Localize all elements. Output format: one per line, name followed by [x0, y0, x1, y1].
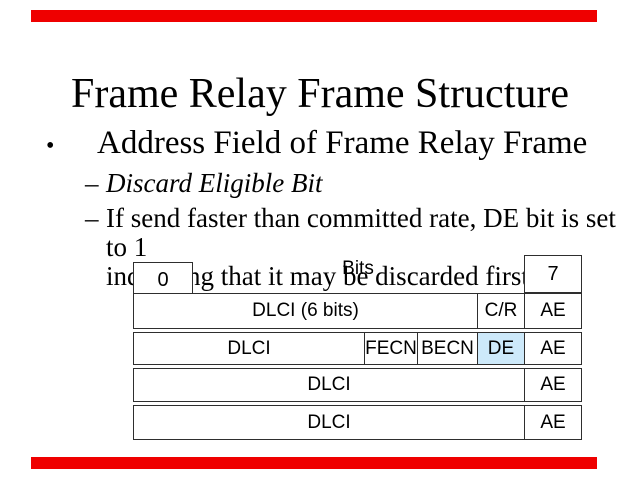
slide-title: Frame Relay Frame Structure	[70, 71, 569, 117]
sub-bullet-line1: If send faster than committed rate, DE b…	[106, 203, 616, 262]
cell-ae: AE	[524, 332, 582, 365]
dash-glyph: –	[85, 203, 99, 233]
cell-fecn: FECN	[364, 332, 417, 365]
cell-ae: AE	[524, 368, 582, 402]
cell-cr: C/R	[477, 293, 524, 329]
cell-dlci: DLCI	[133, 368, 524, 402]
cell-becn: BECN	[417, 332, 477, 365]
bullet-glyph: •	[46, 133, 55, 159]
bottom-accent-bar	[31, 457, 597, 469]
cell-de-highlighted: DE	[477, 332, 524, 365]
bit-index-7-cell: 7	[524, 255, 582, 293]
table-row-4: DLCI AE	[133, 405, 582, 440]
cell-ae: AE	[524, 293, 582, 329]
bit-index-0-cell: 0	[133, 262, 193, 294]
cell-dlci: DLCI	[133, 332, 364, 365]
bullet-item: • Address Field of Frame Relay Frame	[46, 124, 587, 165]
bullet-text: Address Field of Frame Relay Frame	[97, 125, 588, 161]
bits-header-label: Bits	[342, 258, 374, 279]
sub-bullet-discard-eligible: – Discard Eligible Bit	[85, 169, 322, 198]
sub-bullet-text: Discard Eligible Bit	[106, 168, 323, 198]
table-row-1: DLCI (6 bits) C/R AE	[133, 293, 582, 329]
cell-dlci-6bits: DLCI (6 bits)	[133, 293, 477, 329]
top-accent-bar	[31, 10, 597, 22]
cell-dlci: DLCI	[133, 405, 524, 440]
table-row-2: DLCI FECN BECN DE AE	[133, 332, 582, 365]
dash-glyph: –	[85, 168, 99, 198]
table-row-3: DLCI AE	[133, 368, 582, 402]
cell-ae: AE	[524, 405, 582, 440]
